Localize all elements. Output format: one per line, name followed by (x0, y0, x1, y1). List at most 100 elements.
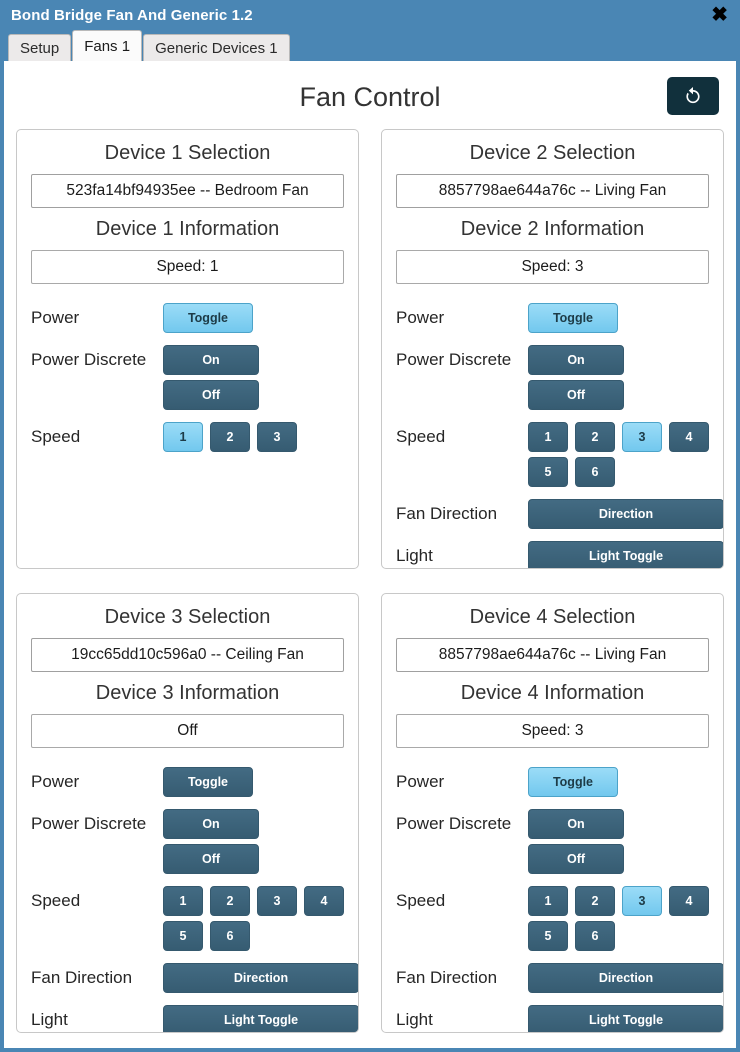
speed-button-1[interactable]: 1 (528, 422, 568, 452)
speed-button-5[interactable]: 5 (528, 921, 568, 951)
speed-button-2[interactable]: 2 (575, 886, 615, 916)
power-off-button[interactable]: Off (528, 380, 624, 410)
fan-direction-row: Fan Direction Direction (31, 963, 358, 993)
speed-button-1[interactable]: 1 (163, 422, 203, 452)
speed-button-4[interactable]: 4 (304, 886, 344, 916)
device-panel-1: Device 1 Selection 523fa14bf94935ee -- Be… (16, 129, 359, 569)
power-label: Power (396, 308, 445, 327)
device-select-2[interactable]: 8857798ae644a76c -- Living Fan (396, 174, 709, 208)
button-group: Light Toggle (528, 1005, 723, 1032)
power-row: Power Toggle (396, 767, 709, 797)
device-selection-heading: Device 1 Selection (104, 142, 271, 164)
speed-label: Speed (396, 427, 446, 446)
light-label: Light (396, 546, 433, 565)
speed-button-3[interactable]: 3 (257, 886, 297, 916)
button-group: Direction (528, 499, 723, 529)
speed-button-4[interactable]: 4 (669, 886, 709, 916)
power-discrete-label: Power Discrete (31, 814, 147, 833)
power-on-button[interactable]: On (528, 345, 624, 375)
page-header: Fan Control (16, 75, 724, 123)
speed-button-6[interactable]: 6 (575, 457, 615, 487)
tab-label: Generic Devices 1 (155, 39, 278, 57)
speed-button-4[interactable]: 4 (669, 422, 709, 452)
light-toggle-button[interactable]: Light Toggle (163, 1005, 358, 1032)
speed-button-3[interactable]: 3 (622, 422, 662, 452)
device-select-3[interactable]: 19cc65dd10c596a0 -- Ceiling Fan (31, 638, 344, 672)
speed-button-6[interactable]: 6 (575, 921, 615, 951)
device-info-value-3: Off (31, 714, 344, 748)
speed-button-5[interactable]: 5 (528, 457, 568, 487)
device-selection-heading: Device 2 Selection (469, 142, 636, 164)
device-info-value-1: Speed: 1 (31, 250, 344, 284)
device-information-heading: Device 4 Information (460, 682, 645, 704)
fan-direction-button[interactable]: Direction (163, 963, 358, 993)
refresh-icon (682, 85, 704, 107)
power-label: Power (396, 772, 445, 791)
light-toggle-button[interactable]: Light Toggle (528, 1005, 723, 1032)
fan-direction-button[interactable]: Direction (528, 963, 723, 993)
power-on-button[interactable]: On (528, 809, 624, 839)
power-row: Power Toggle (396, 303, 709, 333)
speed-button-6[interactable]: 6 (210, 921, 250, 951)
device-panel-4: Device 4 Selection 8857798ae644a76c -- Li… (381, 593, 724, 1033)
device-select-4[interactable]: 8857798ae644a76c -- Living Fan (396, 638, 709, 672)
speed-button-2[interactable]: 2 (210, 422, 250, 452)
power-off-button[interactable]: Off (163, 844, 259, 874)
power-discrete-label: Power Discrete (31, 350, 147, 369)
button-group: Direction (528, 963, 723, 993)
power-row: Power Toggle (31, 767, 344, 797)
speed-button-1[interactable]: 1 (528, 886, 568, 916)
tab-fans-1[interactable]: Fans 1 (72, 30, 143, 61)
title-bar: Bond Bridge Fan And Generic 1.2 ✖ (0, 0, 740, 30)
device-information-heading: Device 3 Information (95, 682, 280, 704)
power-toggle-button[interactable]: Toggle (528, 303, 618, 333)
power-toggle-button[interactable]: Toggle (163, 767, 253, 797)
power-off-button[interactable]: Off (528, 844, 624, 874)
power-off-button[interactable]: Off (163, 380, 259, 410)
speed-button-1[interactable]: 1 (163, 886, 203, 916)
speed-button-2[interactable]: 2 (575, 422, 615, 452)
fan-direction-button[interactable]: Direction (528, 499, 723, 529)
power-label: Power (31, 772, 80, 791)
button-group: Toggle (163, 767, 344, 797)
button-group: Direction (163, 963, 358, 993)
page-title: Fan Control (299, 82, 441, 112)
tab-generic-devices-1[interactable]: Generic Devices 1 (143, 34, 290, 61)
speed-button-3[interactable]: 3 (622, 886, 662, 916)
power-discrete-label: Power Discrete (396, 814, 512, 833)
device-info-value-2: Speed: 3 (396, 250, 709, 284)
power-discrete-label: Power Discrete (396, 350, 512, 369)
light-row: Light Light Toggle (396, 541, 723, 568)
speed-button-3[interactable]: 3 (257, 422, 297, 452)
device-selection-heading: Device 4 Selection (469, 606, 636, 628)
power-toggle-button[interactable]: Toggle (163, 303, 253, 333)
fan-direction-label: Fan Direction (396, 504, 498, 523)
light-toggle-button[interactable]: Light Toggle (528, 541, 723, 568)
power-on-button[interactable]: On (163, 809, 259, 839)
speed-label: Speed (396, 891, 446, 910)
device-information-heading: Device 2 Information (460, 218, 645, 240)
speed-button-2[interactable]: 2 (210, 886, 250, 916)
close-icon[interactable]: ✖ (711, 4, 728, 26)
fan-direction-label: Fan Direction (31, 968, 133, 987)
refresh-button[interactable] (667, 77, 719, 115)
device-select-1[interactable]: 523fa14bf94935ee -- Bedroom Fan (31, 174, 344, 208)
speed-button-5[interactable]: 5 (163, 921, 203, 951)
power-on-button[interactable]: On (163, 345, 259, 375)
tab-setup[interactable]: Setup (8, 34, 72, 61)
power-toggle-button[interactable]: Toggle (528, 767, 618, 797)
